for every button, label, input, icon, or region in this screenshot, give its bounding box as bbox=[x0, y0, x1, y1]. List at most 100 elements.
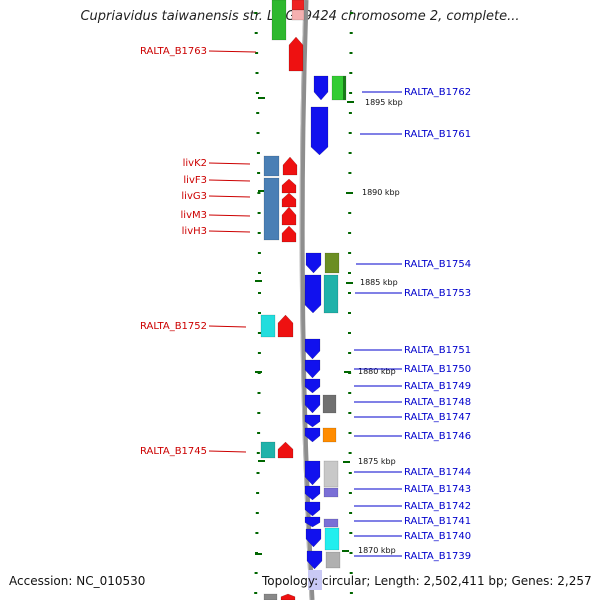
reverse-gene-arrow bbox=[305, 252, 322, 274]
scale-label: 1895 kbp bbox=[365, 98, 403, 107]
gene-shapes bbox=[260, 0, 347, 600]
feature-box bbox=[322, 427, 337, 443]
gene-label-right: RALTA_B1749 bbox=[404, 381, 471, 392]
gene-label-right: RALTA_B1761 bbox=[404, 129, 471, 140]
gene-label-left: livK2 bbox=[183, 158, 207, 169]
tick-mark-right bbox=[349, 72, 353, 74]
tick-mark-left bbox=[257, 192, 261, 194]
gene-label-left: livF3 bbox=[183, 175, 207, 186]
tick-mark-left bbox=[256, 472, 260, 474]
tick-mark-left bbox=[258, 312, 261, 314]
gene-label-right: RALTA_B1748 bbox=[404, 397, 471, 408]
scale-ticks bbox=[254, 12, 354, 594]
forward-gene-arrow bbox=[281, 192, 297, 208]
tick-mark-right bbox=[348, 172, 352, 174]
accession-label: Accession: NC_010530 bbox=[9, 574, 146, 588]
feature-box bbox=[322, 394, 337, 414]
forward-gene-arrow bbox=[281, 178, 297, 194]
tick-mark-left bbox=[257, 232, 261, 234]
feature-box bbox=[324, 527, 340, 551]
gene-label-left: livH3 bbox=[182, 226, 207, 237]
gene-label-right: RALTA_B1744 bbox=[404, 467, 471, 478]
tick-mark-right bbox=[348, 412, 352, 414]
gene-label-left: livG3 bbox=[181, 191, 207, 202]
scale-label: 1880 kbp bbox=[358, 367, 396, 376]
forward-gene-arrow bbox=[281, 225, 297, 243]
tick-mark-left bbox=[255, 92, 259, 94]
tick-mark-right bbox=[349, 12, 353, 14]
tick-mark-left bbox=[254, 12, 258, 14]
tick-mark-right bbox=[349, 32, 353, 34]
feature-box bbox=[325, 551, 341, 569]
gene-label-left: RALTA_B1752 bbox=[140, 321, 207, 332]
gene-label-right: RALTA_B1743 bbox=[404, 484, 471, 495]
tick-mark-left bbox=[256, 112, 260, 114]
gene-label-right: RALTA_B1751 bbox=[404, 345, 471, 356]
major-tick-right bbox=[346, 282, 353, 284]
major-tick-right bbox=[346, 192, 353, 194]
tick-mark-left bbox=[257, 172, 261, 174]
tick-mark-left bbox=[254, 572, 258, 574]
tick-mark-right bbox=[349, 572, 353, 574]
tick-mark-left bbox=[256, 492, 260, 494]
reverse-gene-arrow bbox=[304, 394, 321, 414]
tick-mark-right bbox=[348, 152, 352, 154]
tick-mark-left bbox=[257, 432, 261, 434]
reverse-gene-arrow bbox=[304, 460, 321, 486]
reverse-gene-arrow bbox=[304, 359, 321, 379]
leader-line-left bbox=[208, 195, 251, 198]
reverse-gene-arrow bbox=[310, 106, 329, 156]
gene-label-right: RALTA_B1753 bbox=[404, 288, 471, 299]
tick-mark-left bbox=[257, 332, 261, 334]
major-tick-left bbox=[258, 190, 265, 192]
major-tick-right bbox=[347, 101, 354, 103]
forward-gene-arrow bbox=[281, 206, 297, 226]
leader-line-left bbox=[208, 214, 251, 217]
chromosome-backbone bbox=[299, 0, 315, 600]
tick-mark-left bbox=[254, 592, 258, 594]
gene-label-right: RALTA_B1741 bbox=[404, 516, 471, 527]
tick-mark-right bbox=[348, 212, 352, 214]
tick-mark-left bbox=[256, 452, 260, 454]
feature-box bbox=[260, 314, 276, 338]
reverse-gene-arrow bbox=[304, 274, 322, 314]
tick-mark-right bbox=[348, 332, 351, 334]
tick-mark-left bbox=[257, 352, 261, 354]
tick-mark-right bbox=[349, 512, 353, 514]
feature-box bbox=[263, 177, 280, 241]
feature-box bbox=[291, 0, 305, 11]
gene-label-right: RALTA_B1754 bbox=[404, 259, 471, 270]
feature-box bbox=[263, 593, 278, 600]
forward-gene-arrow bbox=[282, 156, 298, 176]
tick-mark-right bbox=[348, 492, 352, 494]
tick-mark-right bbox=[348, 452, 352, 454]
leader-line-left bbox=[208, 50, 257, 53]
major-tick-left bbox=[255, 371, 262, 373]
tick-mark-left bbox=[255, 532, 259, 534]
feature-box bbox=[260, 441, 276, 459]
feature-box bbox=[323, 518, 339, 528]
tick-mark-left bbox=[255, 512, 259, 514]
forward-gene-arrow bbox=[277, 314, 294, 338]
reverse-gene-arrow bbox=[304, 501, 321, 517]
gene-label-right: RALTA_B1739 bbox=[404, 551, 471, 562]
major-tick-left bbox=[255, 280, 262, 282]
forward-gene-arrow bbox=[280, 593, 296, 600]
tick-mark-right bbox=[348, 472, 352, 474]
reverse-gene-arrow bbox=[304, 427, 321, 443]
gene-label-left: livM3 bbox=[181, 210, 207, 221]
gene-label-right: RALTA_B1762 bbox=[404, 87, 471, 98]
topology-label: Topology: circular; Length: 2,502,411 bp… bbox=[262, 574, 592, 588]
gene-label-left: RALTA_B1763 bbox=[140, 46, 207, 57]
feature-box bbox=[323, 487, 339, 498]
major-tick-right bbox=[342, 550, 349, 552]
leader-line-left bbox=[208, 325, 247, 328]
tick-mark-right bbox=[349, 52, 353, 54]
tick-mark-right bbox=[348, 312, 351, 314]
tick-mark-right bbox=[348, 292, 351, 294]
tick-mark-right bbox=[348, 232, 352, 234]
feature-box bbox=[323, 460, 339, 488]
reverse-gene-arrow bbox=[313, 75, 329, 101]
